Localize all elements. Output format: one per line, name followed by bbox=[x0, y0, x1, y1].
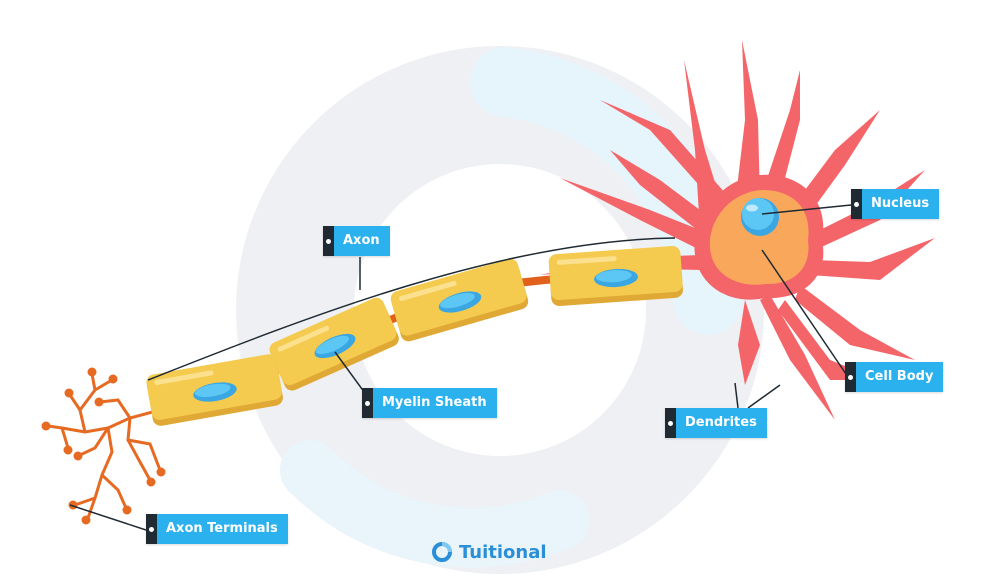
axon-terminals bbox=[46, 372, 162, 520]
label-pin-icon bbox=[845, 362, 856, 392]
brand-logo: Tuitional bbox=[431, 541, 547, 563]
label-axon-terminals: Axon Terminals bbox=[146, 514, 288, 544]
label-pin-icon bbox=[362, 388, 373, 418]
myelin-sheath bbox=[146, 246, 683, 426]
dendrites-leader-a bbox=[734, 382, 739, 409]
label-dendrites: Dendrites bbox=[665, 408, 767, 438]
brand-name: Tuitional bbox=[459, 541, 547, 563]
nucleus bbox=[741, 198, 779, 236]
label-myelin-sheath: Myelin Sheath bbox=[362, 388, 497, 418]
label-pin-icon bbox=[146, 514, 157, 544]
brand-ring-icon bbox=[432, 542, 452, 562]
dendrites-leader-b bbox=[747, 384, 781, 409]
leader-lines bbox=[69, 204, 852, 531]
cell-body-leader bbox=[761, 249, 847, 375]
label-cell-body: Cell Body bbox=[845, 362, 944, 392]
axon-terminal-knobs bbox=[41, 367, 166, 525]
label-pin-icon bbox=[851, 189, 862, 219]
label-pin-icon bbox=[323, 226, 334, 256]
axon-bracket-line bbox=[147, 237, 676, 381]
axon-terminals-leader bbox=[69, 504, 147, 531]
label-pin-icon bbox=[665, 408, 676, 438]
label-nucleus: Nucleus bbox=[851, 189, 940, 219]
label-axon: Axon bbox=[323, 226, 390, 256]
nucleus-leader bbox=[761, 204, 852, 215]
